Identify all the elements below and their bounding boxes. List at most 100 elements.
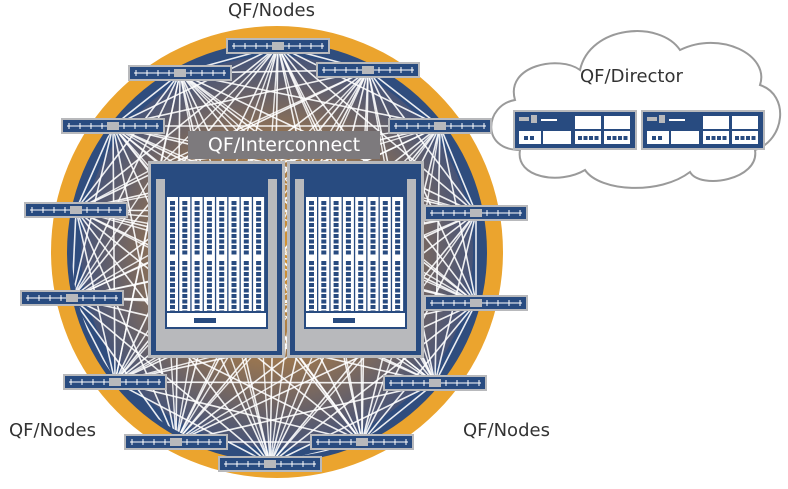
port xyxy=(194,261,200,265)
port xyxy=(321,299,327,304)
port xyxy=(256,239,262,244)
node-module xyxy=(434,122,446,130)
port xyxy=(382,277,388,282)
fabric-link xyxy=(75,125,114,211)
port xyxy=(231,212,237,216)
port xyxy=(395,310,401,315)
port xyxy=(382,272,388,276)
port xyxy=(182,234,188,238)
node-module xyxy=(264,460,276,468)
port xyxy=(370,261,376,265)
director-port xyxy=(623,136,628,140)
port xyxy=(382,234,388,238)
fabric-link xyxy=(367,69,441,127)
port xyxy=(256,261,262,265)
port xyxy=(170,239,175,244)
port xyxy=(333,305,339,309)
port xyxy=(345,299,351,304)
port xyxy=(321,294,327,298)
port xyxy=(231,250,237,255)
director-bay xyxy=(732,131,758,144)
fabric-link xyxy=(72,297,271,457)
port xyxy=(395,228,401,233)
port xyxy=(370,223,376,227)
qf-nodes-top-label: QF/Nodes xyxy=(228,0,315,21)
port xyxy=(206,212,212,216)
port xyxy=(182,245,188,249)
port xyxy=(206,206,212,211)
port xyxy=(345,206,351,211)
port xyxy=(333,206,339,211)
director-bay xyxy=(604,116,630,129)
port xyxy=(382,310,388,315)
port xyxy=(358,234,364,238)
port xyxy=(182,305,188,309)
port xyxy=(170,245,175,249)
port xyxy=(345,272,351,276)
port xyxy=(256,266,262,271)
port xyxy=(309,206,314,211)
port xyxy=(358,294,364,298)
port xyxy=(358,250,364,255)
node-module xyxy=(429,379,441,387)
port xyxy=(231,223,237,227)
port xyxy=(170,228,175,233)
port xyxy=(333,245,339,249)
port xyxy=(370,283,376,287)
port xyxy=(370,234,376,238)
port xyxy=(345,283,351,287)
director-led xyxy=(530,136,534,140)
port xyxy=(382,288,388,293)
qf-node xyxy=(20,290,124,306)
node-module xyxy=(470,299,482,307)
node-module xyxy=(170,438,182,446)
director-bay xyxy=(604,131,630,144)
port xyxy=(395,201,401,205)
port xyxy=(182,201,188,205)
port xyxy=(182,272,188,276)
port xyxy=(182,288,188,293)
port xyxy=(345,201,351,205)
qf-node xyxy=(310,434,414,450)
port xyxy=(256,272,262,276)
port xyxy=(333,288,339,293)
port xyxy=(206,299,212,304)
qf-interconnect-label: QF/Interconnect xyxy=(188,131,380,159)
port xyxy=(321,305,327,309)
port xyxy=(170,277,175,282)
port xyxy=(231,201,237,205)
port xyxy=(194,266,200,271)
port xyxy=(256,217,262,222)
node-module xyxy=(109,378,121,386)
port xyxy=(256,288,262,293)
port xyxy=(358,310,364,315)
port xyxy=(321,234,327,238)
port xyxy=(321,228,327,233)
chassis-side-rail xyxy=(407,179,416,349)
port xyxy=(309,261,314,265)
port xyxy=(358,305,364,309)
fabric-link xyxy=(361,382,436,443)
port xyxy=(395,272,401,276)
port xyxy=(194,305,200,309)
port xyxy=(182,283,188,287)
port xyxy=(321,283,327,287)
fabric-link xyxy=(179,72,441,127)
port xyxy=(333,294,339,298)
port xyxy=(219,266,225,271)
node-module xyxy=(66,294,78,302)
director-port xyxy=(711,136,716,140)
port xyxy=(333,250,339,255)
fabric-link xyxy=(112,125,116,383)
port xyxy=(256,223,262,227)
port xyxy=(231,245,237,249)
director-slot xyxy=(669,119,685,121)
director-bay xyxy=(575,131,601,144)
port xyxy=(182,294,188,298)
port xyxy=(358,201,364,205)
port xyxy=(219,217,225,222)
port xyxy=(370,299,376,304)
port xyxy=(309,201,314,205)
port xyxy=(231,288,237,293)
fan-handle xyxy=(194,318,216,323)
